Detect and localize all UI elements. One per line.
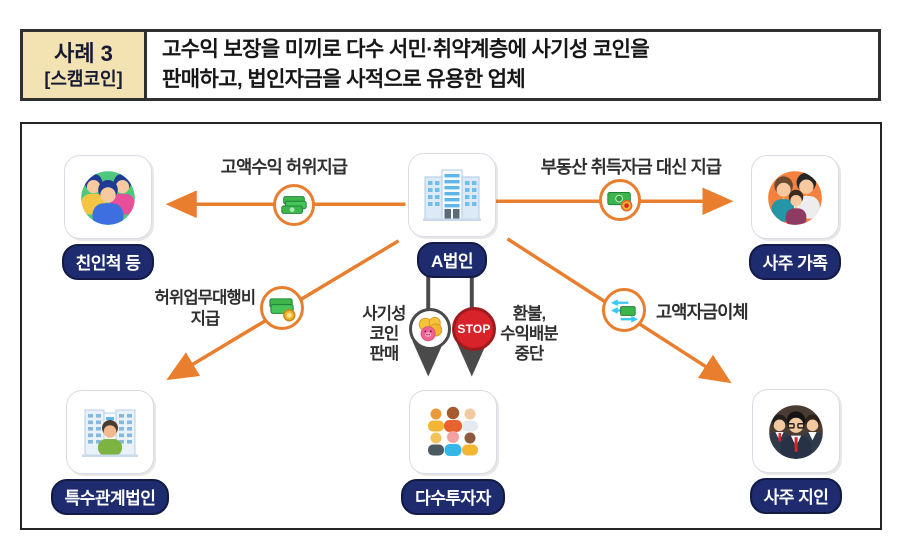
case-title-line1: 고수익 보장을 미끼로 다수 서민·취약계층에 사기성 코인을 <box>162 37 650 61</box>
related-corp-card <box>66 390 154 474</box>
owner-friends-label: 사주 지인 <box>749 478 843 514</box>
flow-label-large-transfer: 고액자금이체 <box>656 302 749 322</box>
flow-diagram: 친인척 등 <box>20 122 882 530</box>
flow-label-high-profit: 고액수익 허위지급 <box>220 157 348 177</box>
case-label-box: 사례 3 [스캠코인] <box>23 32 147 98</box>
transfer-arrows-icon <box>602 288 646 332</box>
family-icon <box>768 171 822 225</box>
money-stack-icon <box>273 184 315 226</box>
owner-family-card <box>751 155 839 239</box>
entity-related-corp: 특수관계법인 <box>50 390 170 515</box>
company-a-label: A법인 <box>416 242 488 278</box>
flow-label-fake-fee: 허위업무대행비 지급 <box>154 289 256 328</box>
people-group-icon <box>81 171 135 225</box>
investors-label: 다수투자자 <box>401 479 505 515</box>
business-people-icon <box>769 405 823 459</box>
money-coin-icon <box>599 179 641 221</box>
case-number: 사례 3 <box>54 41 113 66</box>
building-icon <box>423 169 481 221</box>
stop-sign-icon: STOP <box>452 307 496 351</box>
stop-text: STOP <box>457 322 491 336</box>
header: 사례 3 [스캠코인] 고수익 보장을 미끼로 다수 서민·취약계층에 사기성 … <box>20 29 881 101</box>
money-gold-coin-icon <box>260 286 304 330</box>
entity-owner-friends: 사주 지인 <box>736 389 856 514</box>
entity-relatives: 친인척 등 <box>48 155 168 280</box>
crowd-icon <box>428 406 478 456</box>
case-title-line2: 판매하고, 법인자금을 사적으로 유용한 업체 <box>162 68 526 91</box>
flow-label-refund-stop: 환불, 수익배분 중단 <box>500 305 558 363</box>
case-title: 고수익 보장을 미끼로 다수 서민·취약계층에 사기성 코인을 판매하고, 법인… <box>147 32 878 98</box>
entity-owner-family: 사주 가족 <box>735 155 855 280</box>
flow-label-real-estate: 부동산 취득자금 대신 지급 <box>540 157 722 177</box>
owner-family-label: 사주 가족 <box>748 244 842 280</box>
relatives-card <box>64 155 152 239</box>
company-a-card <box>408 153 496 237</box>
flow-label-coin-sale: 사기성 코인 판매 <box>362 305 406 363</box>
entity-investors: 다수투자자 <box>393 390 513 515</box>
related-corp-label: 특수관계법인 <box>50 479 170 515</box>
owner-friends-card <box>752 389 840 473</box>
relatives-label: 친인척 등 <box>61 244 155 280</box>
entity-company-a: A법인 <box>392 153 512 278</box>
coins-piggy-icon <box>409 308 451 350</box>
building-person-icon <box>82 409 138 457</box>
case-type: [스캠코인] <box>44 68 123 89</box>
investors-card <box>409 390 497 474</box>
